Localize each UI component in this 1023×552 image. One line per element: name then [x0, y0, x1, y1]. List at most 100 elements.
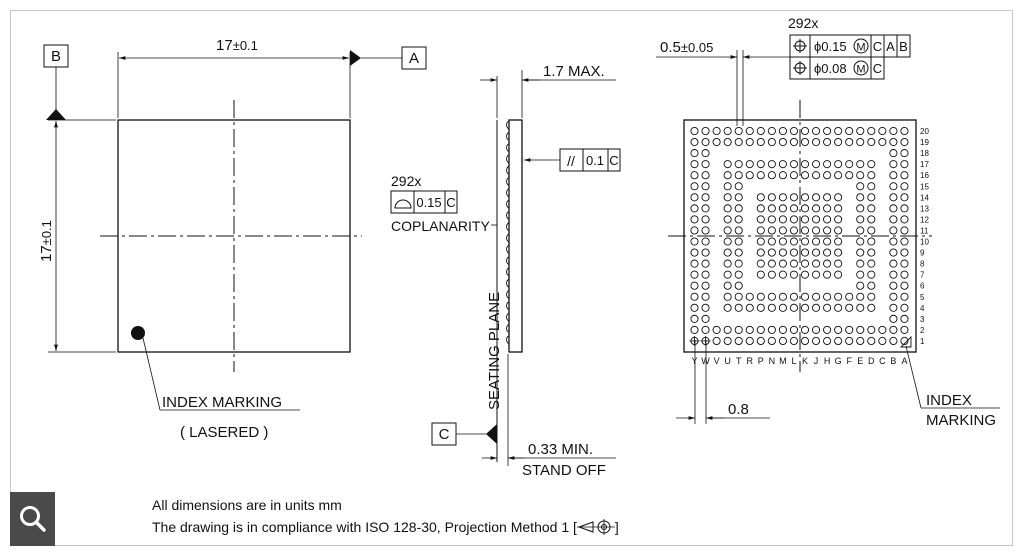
- solder-ball: [900, 160, 909, 169]
- width-dimension: 17±0.1: [216, 37, 258, 54]
- solder-ball: [723, 248, 732, 257]
- column-label: R: [747, 356, 754, 366]
- solder-ball: [834, 336, 843, 346]
- solder-ball: [812, 226, 821, 235]
- solder-ball: [723, 237, 732, 246]
- solder-ball: [734, 215, 743, 224]
- solder-ball: [767, 248, 776, 257]
- solder-ball: [767, 336, 776, 346]
- solder-ball: [867, 259, 876, 268]
- solder-ball: [889, 237, 898, 246]
- solder-ball: [701, 171, 710, 180]
- solder-ball: [889, 160, 898, 169]
- solder-ball: [745, 137, 754, 147]
- solder-ball: [856, 137, 865, 147]
- solder-ball: [767, 292, 776, 301]
- solder-ball: [756, 303, 765, 312]
- solder-ball: [856, 215, 865, 224]
- solder-ball: [900, 226, 909, 235]
- solder-ball: [701, 270, 710, 279]
- ball-diameter-dimension: 0.5±0.05: [660, 39, 713, 56]
- solder-ball: [789, 215, 799, 224]
- solder-ball: [756, 204, 765, 213]
- solder-ball: [734, 126, 743, 136]
- column-label: N: [769, 356, 776, 366]
- solder-ball: [789, 292, 799, 301]
- solder-ball: [834, 137, 843, 147]
- magnifier-icon: [20, 506, 46, 532]
- fcf2-modifier: M: [856, 64, 865, 76]
- solder-ball: [800, 292, 810, 301]
- solder-ball: [734, 204, 743, 213]
- solder-ball: [834, 325, 843, 334]
- datum-c-label: C: [439, 426, 450, 443]
- solder-ball: [745, 303, 754, 312]
- index-marking-label: INDEX MARKING: [162, 394, 282, 411]
- solder-ball: [856, 325, 865, 334]
- solder-ball: [889, 204, 898, 213]
- solder-ball: [723, 270, 732, 279]
- solder-ball: [767, 226, 776, 235]
- solder-ball: [867, 204, 876, 213]
- solder-ball: [789, 303, 799, 312]
- solder-ball: [690, 137, 699, 147]
- column-label: M: [779, 356, 787, 366]
- solder-ball: [712, 126, 721, 136]
- solder-ball: [690, 248, 699, 257]
- column-label: H: [824, 356, 831, 366]
- solder-ball: [867, 270, 876, 279]
- solder-ball: [701, 193, 710, 202]
- projection-symbol-icon: [576, 519, 615, 535]
- side-ball: [506, 312, 510, 322]
- side-ball: [506, 301, 510, 311]
- solder-ball: [756, 248, 765, 257]
- solder-ball: [701, 248, 710, 257]
- fcf1-modifier: M: [856, 42, 865, 54]
- solder-ball: [889, 336, 898, 346]
- datum-a-box: [401, 46, 427, 70]
- solder-ball: [845, 325, 854, 334]
- solder-ball: [812, 248, 821, 257]
- solder-ball: [812, 336, 821, 346]
- solder-ball: [823, 259, 832, 268]
- solder-ball: [867, 160, 876, 169]
- solder-ball: [834, 303, 843, 312]
- solder-ball: [723, 126, 732, 136]
- row-label: 11: [920, 226, 929, 235]
- solder-ball: [701, 303, 710, 312]
- solder-ball: [723, 281, 732, 290]
- pitch-dimension: 0.8: [728, 401, 749, 418]
- solder-ball: [867, 215, 876, 224]
- solder-ball: [767, 270, 776, 279]
- solder-ball: [878, 126, 887, 136]
- side-ball: [506, 256, 510, 265]
- standoff-dimension: 0.33 MIN.: [528, 441, 593, 458]
- solder-ball: [823, 237, 832, 246]
- solder-ball: [823, 204, 832, 213]
- solder-ball: [789, 160, 799, 169]
- solder-ball: [690, 237, 699, 246]
- solder-ball: [701, 259, 710, 268]
- row-label: 20: [920, 127, 929, 136]
- solder-ball: [767, 325, 776, 334]
- solder-ball: [867, 226, 876, 235]
- solder-ball: [778, 259, 787, 268]
- datum-b-triangle: [46, 109, 66, 120]
- solder-ball: [756, 336, 765, 346]
- solder-ball: [778, 248, 787, 257]
- solder-ball: [734, 292, 743, 301]
- side-view: 1.7 MAX. // 0.1 C 292x 0.15 C COPLANARIT…: [390, 63, 621, 479]
- solder-ball: [690, 193, 699, 202]
- solder-ball: [889, 126, 898, 136]
- solder-ball: [800, 171, 810, 180]
- solder-ball: [856, 259, 865, 268]
- zoom-button[interactable]: [10, 492, 55, 546]
- solder-ball: [800, 336, 810, 346]
- solder-ball: [889, 292, 898, 301]
- solder-ball: [889, 182, 898, 191]
- solder-ball: [690, 171, 699, 180]
- solder-ball: [867, 292, 876, 301]
- max-height-dimension: 1.7 MAX.: [543, 63, 605, 80]
- solder-ball: [734, 281, 743, 290]
- row-label: 15: [920, 182, 929, 191]
